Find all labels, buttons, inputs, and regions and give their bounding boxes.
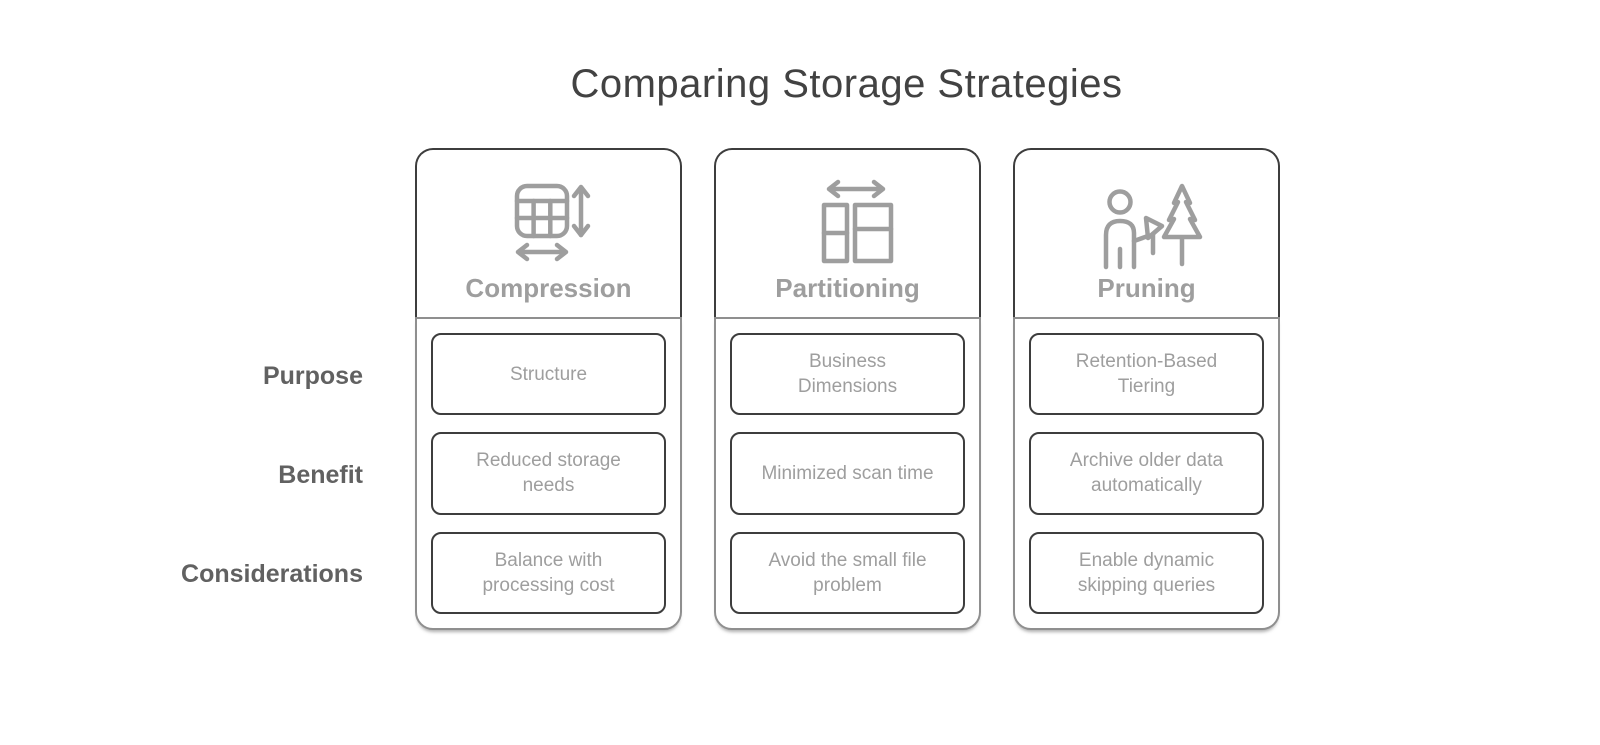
strategy-cards: Compression Structure Reduced storage ne… <box>415 148 1280 630</box>
row-labels-column: Purpose Benefit Considerations <box>118 148 363 632</box>
card-title-partitioning: Partitioning <box>775 273 920 303</box>
card-title-compression: Compression <box>465 273 632 303</box>
cell-compression-considerations: Balance with processing cost <box>431 531 666 614</box>
card-body-partitioning: Business Dimensions Minimized scan time … <box>714 317 981 630</box>
cell-pruning-benefit: Archive older data automatically <box>1029 432 1264 515</box>
cell-compression-purpose: Structure <box>431 333 666 416</box>
card-body-compression: Structure Reduced storage needs Balance … <box>415 317 682 630</box>
strategy-card-partitioning: Partitioning Business Dimensions Minimiz… <box>714 148 981 630</box>
lumberjack-tree-icon <box>1090 179 1204 270</box>
card-header-compression: Compression <box>415 148 682 317</box>
cell-partitioning-purpose: Business Dimensions <box>730 333 965 416</box>
row-label-benefit: Benefit <box>278 460 363 489</box>
row-labels-rows: Purpose Benefit Considerations <box>118 319 363 632</box>
row-label-considerations: Considerations <box>181 560 363 589</box>
row-labels-spacer <box>118 148 363 319</box>
strategy-card-compression: Compression Structure Reduced storage ne… <box>415 148 682 630</box>
card-header-pruning: Pruning <box>1013 148 1280 317</box>
cell-partitioning-benefit: Minimized scan time <box>730 432 965 515</box>
diagram-title: Comparing Storage Strategies <box>570 62 1123 106</box>
strategy-card-pruning: Pruning Retention-Based Tiering Archive … <box>1013 148 1280 630</box>
split-columns-icon <box>798 179 898 267</box>
cell-compression-benefit: Reduced storage needs <box>431 432 666 515</box>
card-title-pruning: Pruning <box>1097 273 1196 303</box>
row-label-purpose: Purpose <box>262 361 363 390</box>
cell-pruning-considerations: Enable dynamic skipping queries <box>1029 531 1264 614</box>
cell-partitioning-considerations: Avoid the small file problem <box>730 531 965 614</box>
card-body-pruning: Retention-Based Tiering Archive older da… <box>1013 317 1280 630</box>
table-resize-icon <box>499 179 599 267</box>
cell-pruning-purpose: Retention-Based Tiering <box>1029 333 1264 416</box>
comparison-table: Purpose Benefit Considerations <box>118 148 1280 632</box>
card-header-partitioning: Partitioning <box>714 148 981 317</box>
